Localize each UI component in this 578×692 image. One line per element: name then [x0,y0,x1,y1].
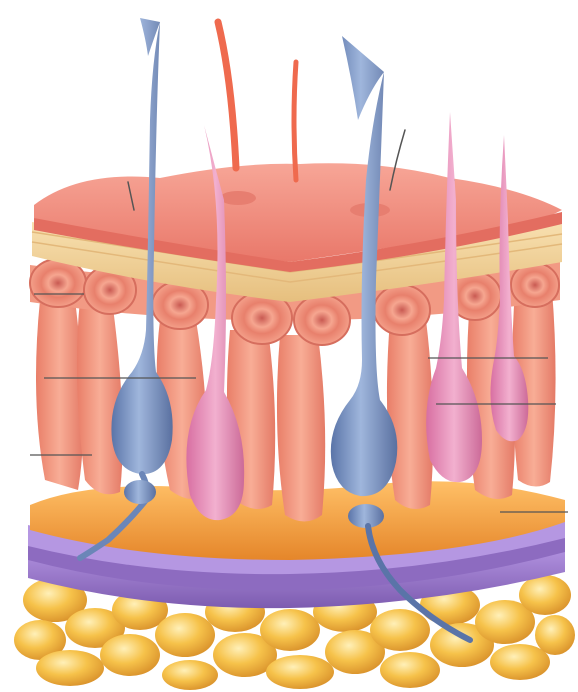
skin-illustration [0,0,578,692]
skin-diagram [0,0,578,692]
